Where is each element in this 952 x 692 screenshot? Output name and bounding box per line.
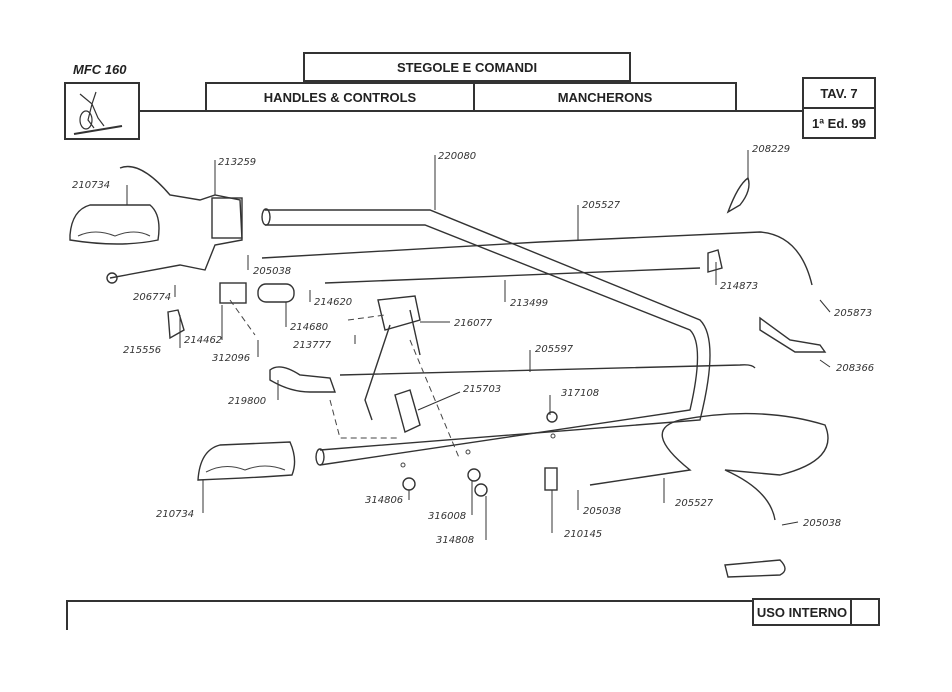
- label-210145: 210145: [564, 529, 602, 540]
- label-206774: 206774: [133, 292, 171, 303]
- cable-205527-upper: [261, 231, 813, 286]
- lower-grip: [197, 441, 296, 481]
- label-205038-bottom: 205038: [803, 518, 841, 529]
- label-215703: 215703: [463, 384, 501, 395]
- lever-handle: [269, 366, 336, 393]
- machine-logo: [64, 82, 140, 140]
- label-214462: 214462: [184, 335, 222, 346]
- gear-lever: [364, 295, 421, 433]
- label-205038-lower: 205038: [583, 506, 621, 517]
- nut-314806: [402, 477, 416, 491]
- label-205527-lower: 205527: [675, 498, 714, 509]
- footer-empty-cell: [850, 598, 880, 626]
- label-317108: 317108: [561, 388, 599, 399]
- footer-left-edge: [66, 600, 68, 630]
- label-205873: 205873: [834, 308, 872, 319]
- nut-314808: [474, 483, 488, 497]
- label-210734-lower: 210734: [156, 509, 194, 520]
- cable-hook: [707, 249, 723, 273]
- washer-316008: [467, 468, 481, 482]
- label-214620: 214620: [314, 297, 352, 308]
- nut-clip-317108: [546, 411, 558, 423]
- label-213777: 213777: [293, 340, 332, 351]
- title-french: MANCHERONS: [473, 82, 737, 112]
- wire-clip: [167, 309, 185, 340]
- usage-label: USO INTERNO: [752, 598, 852, 626]
- cable-205597: [339, 364, 756, 376]
- cable-anchor-plate: [724, 559, 786, 578]
- cable-support: [544, 467, 558, 491]
- label-314806: 314806: [365, 495, 403, 506]
- label-220080: 220080: [438, 151, 476, 162]
- label-205597: 205597: [535, 344, 574, 355]
- model-label: MFC 160: [73, 62, 127, 77]
- tiller-icon: [73, 91, 123, 135]
- throttle-bracket: [219, 282, 247, 304]
- label-219800: 219800: [228, 396, 266, 407]
- handlebar-tube: [261, 208, 711, 468]
- label-215556: 215556: [123, 345, 161, 356]
- cable-tie: [726, 176, 750, 214]
- upper-grip: [69, 204, 160, 245]
- footer-rule: [66, 600, 754, 602]
- cable-205527-lower: [589, 412, 829, 521]
- label-208229: 208229: [752, 144, 790, 155]
- label-216077: 216077: [454, 318, 493, 329]
- label-213259: 213259: [218, 157, 256, 168]
- label-208366: 208366: [836, 363, 874, 374]
- label-214873: 214873: [720, 281, 758, 292]
- label-314808: 314808: [436, 535, 474, 546]
- label-312096: 312096: [212, 353, 250, 364]
- cable-plate-bracket: [759, 316, 827, 353]
- label-214680: 214680: [290, 322, 328, 333]
- label-210734-upper: 210734: [72, 180, 110, 191]
- label-205038-upper: 205038: [253, 266, 291, 277]
- cable-213499: [324, 267, 701, 284]
- label-316008: 316008: [428, 511, 466, 522]
- throttle-grip: [257, 283, 295, 303]
- label-213499: 213499: [510, 298, 548, 309]
- control-lever-assembly: [106, 165, 243, 284]
- title-english: HANDLES & CONTROLS: [205, 82, 475, 112]
- title-italian: STEGOLE E COMANDI: [303, 52, 631, 82]
- edition-label: 1ª Ed. 99: [802, 107, 876, 139]
- label-205527-upper: 205527: [582, 200, 621, 211]
